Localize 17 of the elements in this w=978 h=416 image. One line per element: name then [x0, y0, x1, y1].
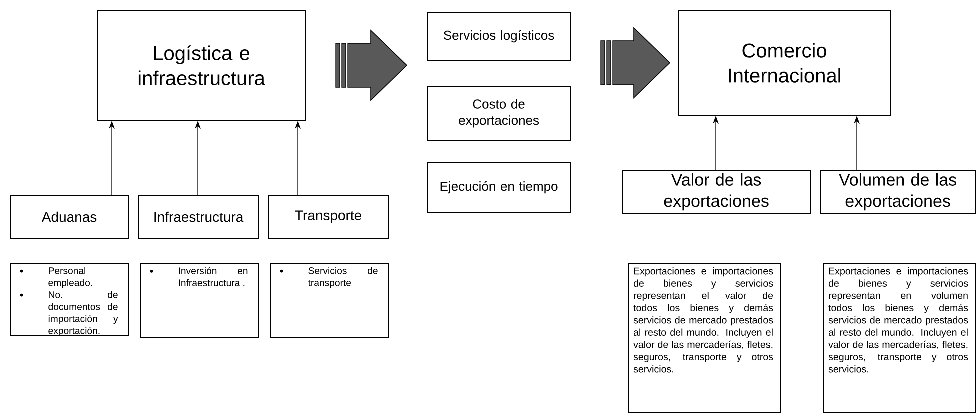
heading-box: Logística e infraestructura — [97, 10, 306, 122]
category-box: Servicios logísticos — [427, 12, 572, 62]
category-box: Volumen de las exportaciones — [820, 170, 976, 214]
description-box: Exportaciones e importaciones de bienes y servicios representan en volumen todos los bienes y demás servicios de mercado prestados al resto del mundo. Incluyen el valor de las mercaderías, fletes, seguros, transporte y otros servicios. — [823, 263, 976, 414]
heading-box: Comercio Internacional — [678, 10, 892, 116]
block-arrow — [336, 30, 408, 102]
bullet-list-box: Personal empleado. No. de documentos de importación y exportación. — [10, 263, 130, 336]
bullet-list-box: Inversión en Infraestructura . — [140, 263, 260, 338]
category-box: Infraestructura — [138, 195, 260, 240]
category-box: Valor de las exportaciones — [622, 170, 812, 214]
category-box: Ejecución en tiempo — [427, 162, 572, 214]
category-box: Costo de exportaciones — [427, 86, 572, 142]
description-box: Exportaciones e importaciones de bienes y servicios representan el valor de todos los bienes y demás servicios de mercado prestados al resto del mundo. Incluyen el valor de las mercaderías, fletes, seguros, transporte y otros servicios. — [628, 263, 782, 414]
category-box: Transporte — [268, 195, 390, 240]
block-arrow — [600, 27, 671, 99]
bullet-list-box: Servicios de transporte — [270, 263, 390, 338]
category-box: Aduanas — [10, 195, 130, 240]
